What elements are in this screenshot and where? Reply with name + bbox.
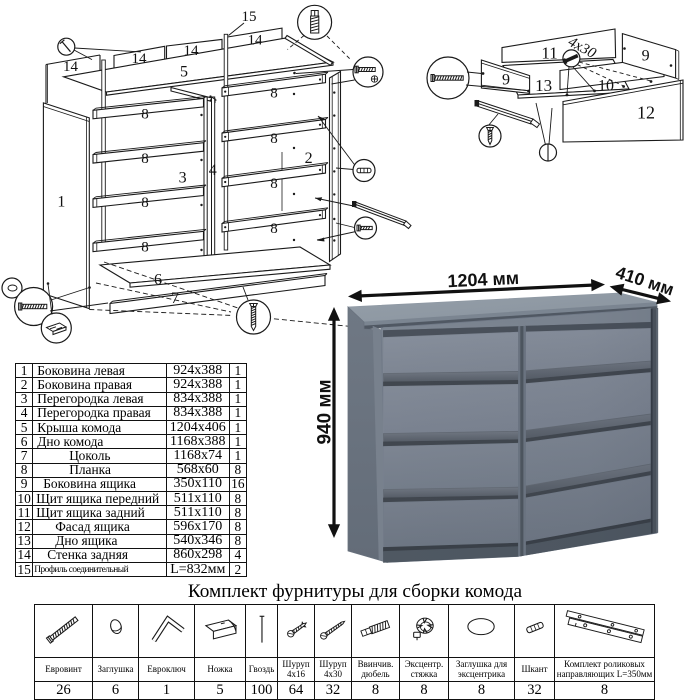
svg-text:2: 2	[305, 150, 313, 167]
svg-text:9: 9	[642, 48, 650, 65]
svg-text:6: 6	[154, 272, 162, 289]
svg-text:10: 10	[598, 78, 614, 95]
svg-text:4: 4	[209, 162, 217, 179]
svg-text:15: 15	[242, 9, 257, 25]
svg-text:14: 14	[132, 51, 148, 67]
svg-text:8: 8	[141, 195, 149, 211]
svg-text:12: 12	[637, 103, 655, 123]
svg-text:9: 9	[502, 72, 510, 89]
svg-text:13: 13	[535, 76, 552, 95]
svg-text:8: 8	[270, 86, 278, 102]
svg-text:7: 7	[171, 290, 179, 307]
svg-text:8: 8	[270, 176, 278, 192]
svg-text:5: 5	[180, 64, 188, 81]
svg-text:14: 14	[248, 33, 264, 49]
svg-text:8: 8	[270, 131, 278, 147]
svg-text:3: 3	[179, 170, 187, 187]
svg-text:14: 14	[63, 59, 79, 75]
svg-text:8: 8	[141, 151, 149, 167]
svg-text:8: 8	[141, 239, 149, 255]
svg-text:8: 8	[270, 221, 278, 237]
svg-text:1204 мм: 1204 мм	[447, 268, 520, 291]
svg-text:8: 8	[141, 107, 149, 123]
svg-text:11: 11	[541, 44, 557, 63]
svg-text:1: 1	[57, 194, 65, 211]
svg-text:14: 14	[184, 43, 200, 59]
svg-text:940 мм: 940 мм	[315, 379, 336, 444]
